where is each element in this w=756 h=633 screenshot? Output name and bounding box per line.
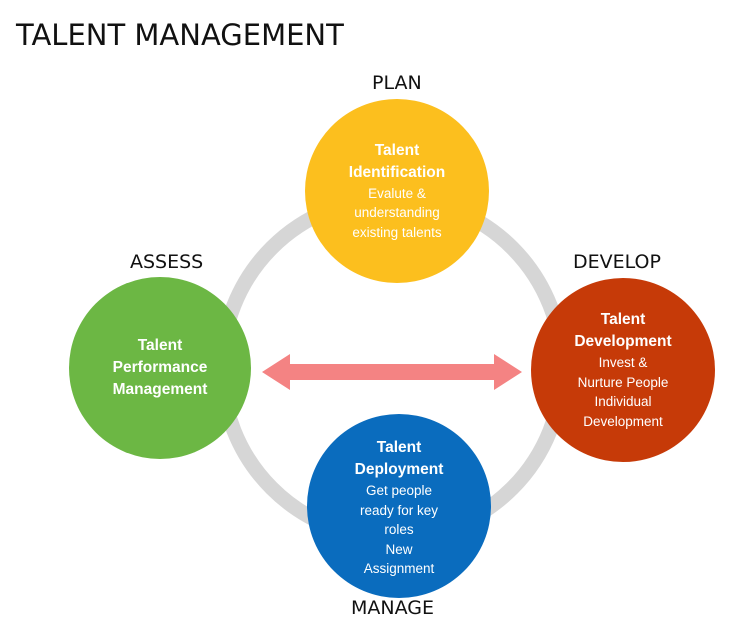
node-manage-desc-line: Get people [365,483,433,499]
node-manage-name-line: Talent [376,439,422,457]
node-plan-desc-line: Evalute & [368,185,426,201]
node-plan-desc-line: understanding [354,205,440,221]
stage-label-develop: DEVELOP [573,251,661,273]
node-manage-desc-line: New [385,541,413,557]
node-develop-name-line: Talent [600,311,646,328]
diagram-title: TALENT MANAGEMENT [16,18,344,52]
node-assess-name-line: Talent [137,337,183,354]
node-manage-desc-line: ready for key [359,502,439,518]
node-manage-desc-line: roles [384,522,414,538]
node-plan-desc: Evalute & understanding existing talents [352,184,441,243]
node-develop-name-line: Development [574,333,672,350]
stage-label-assess: ASSESS [130,251,204,273]
node-develop-desc-line: Nurture People [577,374,669,390]
node-manage-name-line: Deployment [354,461,444,479]
stage-label-plan: PLAN [372,72,422,94]
node-plan-name-line: Talent [374,141,420,159]
node-manage-desc-line: Assignment [363,561,435,577]
node-develop-desc-line: Development [583,413,663,429]
double-arrow [262,354,522,390]
node-assess-name-line: Performance [112,359,208,376]
node-develop-desc-line: Individual [594,394,652,409]
node-assess-name-line: Management [112,381,208,398]
node-plan-desc-line: existing talents [352,224,442,240]
node-plan-name-line: Identification [348,163,446,181]
node-develop-desc-line: Invest & [598,355,648,370]
stage-label-manage: MANAGE [351,597,434,619]
